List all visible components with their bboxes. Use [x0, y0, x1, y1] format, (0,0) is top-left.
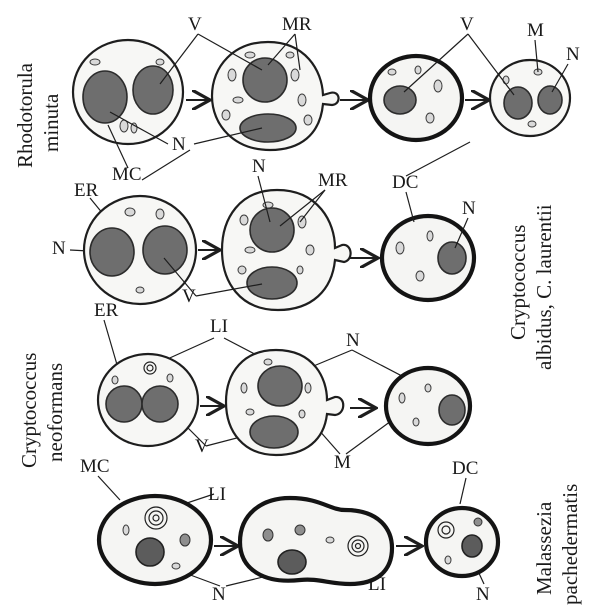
label-V: V	[195, 436, 209, 457]
label-ER: ER	[74, 180, 99, 201]
row2-cell3	[382, 216, 474, 300]
label-M: M	[334, 452, 351, 473]
svg-text:pachedermatis: pachedermatis	[558, 484, 582, 605]
svg-text:Malassezia: Malassezia	[532, 501, 556, 595]
label-N: N	[462, 198, 476, 219]
species-label-rhodotorula: Rhodotorula minuta	[13, 62, 63, 168]
label-MC: MC	[112, 164, 142, 185]
label-DC: DC	[392, 172, 418, 193]
row3-cell1	[98, 354, 198, 446]
row1-cell3	[370, 56, 462, 140]
svg-text:minuta: minuta	[39, 93, 63, 152]
label-N: N	[52, 238, 66, 259]
label-N: N	[252, 156, 266, 177]
label-LI: LI	[210, 316, 228, 337]
row4-cell3	[426, 508, 498, 576]
species-label-cryptococcus-albidus: Cryptococcus albidus, C. laurentii	[506, 204, 556, 370]
label-MC: MC	[80, 456, 110, 477]
svg-text:Cryptococcus: Cryptococcus	[17, 353, 41, 468]
species-label-cryptococcus-neoformans: Cryptococcus neoformans	[17, 353, 67, 468]
row1-cell2	[212, 42, 339, 150]
label-MR: MR	[282, 14, 312, 35]
label-MR: MR	[318, 170, 348, 191]
label-V: V	[188, 14, 202, 35]
row3-cell2	[226, 350, 343, 455]
label-N: N	[476, 584, 490, 605]
species-label-malassezia: Malassezia pachedermatis	[532, 484, 582, 605]
label-N: N	[346, 330, 360, 351]
row1-cell4	[490, 60, 570, 136]
label-N: N	[566, 44, 580, 65]
label-ER: ER	[94, 300, 119, 321]
label-M: M	[527, 20, 544, 41]
row1-cell1	[73, 40, 183, 144]
label-V: V	[460, 14, 474, 35]
svg-text:neoformans: neoformans	[43, 363, 67, 462]
svg-text:albidus, C. laurentii: albidus, C. laurentii	[532, 204, 556, 370]
label-DC: DC	[452, 458, 478, 479]
label-N: N	[172, 134, 186, 155]
svg-text:Rhodotorula: Rhodotorula	[13, 62, 37, 168]
row4-cell2	[240, 498, 392, 584]
svg-text:Cryptococcus: Cryptococcus	[506, 225, 530, 340]
row4-cell1	[99, 496, 211, 584]
label-N: N	[212, 584, 226, 605]
row2-cell1	[84, 196, 196, 304]
row2-cell2	[222, 190, 351, 310]
row3-cell3	[386, 368, 470, 444]
label-V: V	[182, 286, 196, 307]
